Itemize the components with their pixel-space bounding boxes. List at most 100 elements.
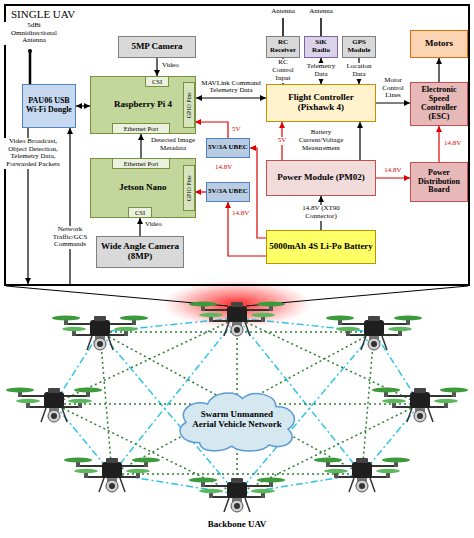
node-label: 5000mAh 4S Li-Po Battery	[269, 242, 373, 252]
edge-label: Location Data	[342, 63, 376, 78]
connector-arrow	[195, 191, 206, 192]
edge-label: Telemetry Data	[304, 63, 338, 78]
wifi-dongle-box: PAU06 USB Wi-Fi Dongle	[22, 84, 76, 128]
node-label: Raspberry Pi 4	[114, 100, 172, 110]
edge-label: Battery Current/Voltage Measurement	[291, 129, 351, 152]
node-label: Power Module (PM02)	[277, 173, 364, 183]
connector-arrow	[359, 122, 360, 160]
annotation-label: Video Broadcast, Object Detection, Telem…	[4, 138, 62, 169]
cloud-shape	[180, 393, 294, 451]
connector-arrow	[76, 105, 90, 106]
node-label: 5V/3A UBEC	[208, 188, 248, 196]
node-label: Wide Angle Camera (8MP)	[99, 242, 181, 262]
edge-label: RC Control Input	[266, 59, 300, 82]
node-label: SiK Radio	[306, 39, 336, 54]
connector-arrow	[376, 102, 410, 103]
camera-box: Wide Angle Camera (8MP)	[96, 236, 184, 268]
node-label: CSI	[152, 78, 162, 85]
node-label: RC Receiver	[268, 39, 298, 54]
drone-icon	[372, 388, 468, 423]
drone-icon	[189, 478, 285, 513]
node-label: CSI	[135, 209, 145, 216]
node-label: Motors	[425, 39, 453, 49]
power-box: Electronic Speed Controller (ESC)	[410, 82, 468, 126]
camera-box: 5MP Camera	[118, 36, 196, 58]
connector-arrow	[196, 97, 266, 98]
edge-label: Motor Control Lines	[378, 77, 408, 100]
node-label: GPIO Pins	[186, 92, 193, 118]
drone-icon	[326, 316, 422, 351]
connector-arrow	[139, 218, 140, 236]
edge-label: 14.8V	[443, 140, 465, 148]
edge-label: Video	[161, 62, 185, 70]
network-in-line	[69, 128, 70, 284]
node-label: PAU06 USB Wi-Fi Dongle	[25, 97, 73, 115]
port-tab: Ethernet Port	[112, 158, 170, 169]
battery-box: 5000mAh 4S Li-Po Battery	[266, 230, 376, 264]
edge-label: Video	[144, 221, 168, 229]
antenna-rod	[320, 18, 322, 36]
connector-arrow	[250, 148, 266, 238]
connector-arrow	[156, 58, 157, 76]
connector-arrow	[438, 58, 439, 82]
radio-box: RC Receiver	[266, 36, 300, 58]
edge-label: 14.8V	[379, 167, 407, 175]
motor-box: Motors	[410, 30, 468, 58]
node-label: Electronic Speed Controller (ESC)	[413, 86, 465, 121]
node-label: Power Distribution Board	[413, 169, 465, 195]
node-label: 5V/3A UBEC	[208, 144, 248, 152]
drone-icon	[52, 316, 148, 351]
node-label: Ethernet Port	[124, 125, 158, 132]
port-tab: CSI	[145, 76, 169, 87]
power-box: Power Module (PM02)	[266, 160, 376, 196]
edge-label: MAVLink Command Telemetry Data	[199, 80, 263, 95]
connector-arrow	[140, 134, 141, 158]
drone-icon	[189, 302, 285, 337]
edge-label: 5V	[275, 137, 289, 145]
annotation-label: 5dBi Omnidirectional Antenna	[3, 22, 65, 45]
node-label: Flight Controller (Pixhawk 4)	[269, 93, 373, 113]
drone-icon	[314, 458, 410, 493]
drone-icon	[64, 458, 160, 493]
computer-board: Raspberry Pi 4 CSI Ethernet Port GPIO Pins	[90, 76, 196, 134]
mesh-link	[54, 318, 420, 494]
network-cloud: Swarm Unmanned Aerial Vehicle Network	[170, 386, 304, 454]
antenna-rod	[282, 18, 284, 36]
edge-label: 14.8V	[231, 210, 255, 218]
node-label: Jetson Nano	[119, 183, 166, 193]
computer-board: Jetson Nano Ethernet PortCSI GPIO Pins	[90, 158, 196, 218]
antenna-rod	[29, 52, 32, 84]
node-label: Swarm Unmanned Aerial Vehicle Network	[190, 410, 284, 430]
node-label: GPIO Pins	[186, 175, 193, 201]
radio-box: GPS Module	[342, 36, 376, 58]
node-label: GPS Module	[344, 39, 374, 54]
node-label: 5MP Camera	[131, 42, 182, 52]
node-label: Ethernet Port	[124, 160, 158, 167]
gpio-strip: GPIO Pins	[183, 165, 195, 211]
edge-label: Detected Image Metadata	[146, 137, 200, 152]
mesh-link	[54, 318, 420, 494]
drone-icon	[6, 388, 102, 423]
connector-arrow	[376, 177, 410, 178]
edge-label: 5V	[231, 126, 245, 134]
connector-arrow	[228, 202, 266, 256]
ubec-box: 5V/3A UBEC	[206, 138, 250, 158]
connector-arrow	[438, 126, 439, 162]
annotation-label: Antenna	[303, 8, 339, 16]
gpio-strip: GPIO Pins	[183, 82, 195, 128]
edge-label: 14.8V (XT90 Connector)	[290, 205, 352, 220]
annotation-label: Network Traffic/GCS Commands	[47, 226, 93, 249]
panel-heading: SINGLE UAV	[11, 8, 75, 20]
radio-box: SiK Radio	[304, 36, 338, 58]
flight-controller-box: Flight Controller (Pixhawk 4)	[266, 84, 376, 122]
ubec-box: 5V/3A UBEC	[206, 182, 250, 202]
port-tab: CSI	[128, 207, 152, 218]
port-tab: Ethernet Port	[112, 123, 170, 134]
antenna-tip	[28, 49, 32, 53]
annotation-label: Backbone UAV	[182, 520, 292, 530]
power-box: Power Distribution Board	[410, 162, 468, 202]
edge-label: 14.8V	[214, 164, 240, 172]
connector-arrow	[195, 122, 228, 138]
annotation-label: Antenna	[265, 8, 301, 16]
